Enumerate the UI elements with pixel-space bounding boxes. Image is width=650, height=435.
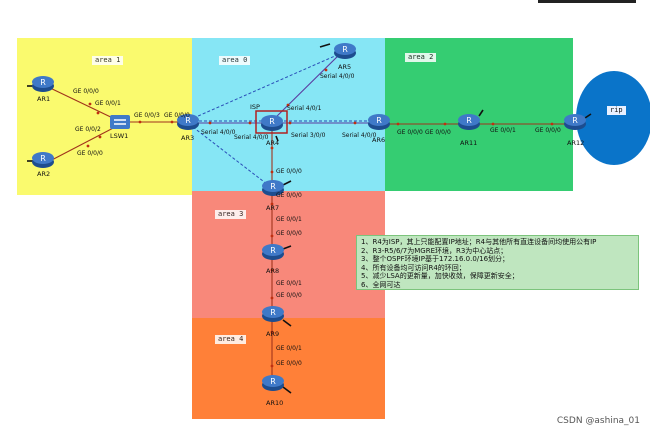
svg-text:R: R [572, 116, 578, 125]
router-ar4[interactable]: R [260, 112, 284, 132]
port-ar9-ge000: GE 0/0/0 [276, 292, 302, 299]
ar5-name: AR5 [338, 63, 352, 71]
note-line: 6、全网可达 [361, 280, 401, 289]
router-ar10[interactable]: R [261, 372, 285, 392]
switch-lsw1[interactable] [108, 112, 132, 132]
svg-text:R: R [342, 45, 348, 54]
ar12-name: AR12 [567, 139, 585, 147]
router-ar3[interactable]: R [176, 111, 200, 131]
svg-text:R: R [270, 246, 276, 255]
svg-text:R: R [466, 116, 472, 125]
router-ar5[interactable]: R [333, 40, 357, 60]
router-ar2[interactable]: R [31, 149, 55, 169]
port-ar6-ge000: GE 0/0/0 [397, 129, 423, 136]
router-ar11[interactable]: R [457, 111, 481, 131]
area-2-label: area 2 [405, 53, 437, 62]
area-1-label: area 1 [92, 56, 124, 65]
note-line: 1、R4为ISP，其上只能配置IP地址；R4与其他所有直连设备间均使用公有IP [361, 238, 597, 246]
ar1-name: AR1 [37, 95, 51, 103]
port-ar4-ge000: GE 0/0/0 [276, 168, 302, 175]
port-ar8-ge001: GE 0/0/1 [276, 280, 302, 287]
port-ar7-ge001: GE 0/0/1 [276, 216, 302, 223]
ar8-stub [282, 245, 292, 250]
ar7-name: AR7 [266, 204, 280, 212]
note-line: 2、R3-R5/6/7为MGRE环境，R3为中心站点； [361, 246, 508, 255]
note-line: 4、所有设备均可访问R4的环回； [361, 263, 466, 272]
svg-text:R: R [270, 377, 276, 386]
port-ar2-ge000: GE 0/0/0 [77, 150, 103, 157]
router-ar7[interactable]: R [261, 177, 285, 197]
svg-text:R: R [40, 78, 46, 87]
link-ar1-lsw1 [45, 85, 120, 122]
ar11-stub [478, 109, 484, 117]
top-edge-bar [538, 0, 636, 3]
svg-text:R: R [185, 116, 191, 125]
svg-text:R: R [269, 117, 275, 126]
port-ar3-ge000: GE 0/0/0 [164, 112, 190, 119]
requirements-notes: 1、R4为ISP，其上只能配置IP地址；R4与其他所有直连设备间均使用公有IP … [356, 235, 639, 290]
link-ar2-lsw1 [45, 124, 120, 164]
note-line: 5、减少LSA的更新量，加快收敛，保障更新安全； [361, 272, 519, 280]
ar2-name: AR2 [37, 170, 51, 178]
router-ar9[interactable]: R [261, 303, 285, 323]
port-ar4-s401: Serial 4/0/1 [287, 105, 322, 112]
port-lsw1-ge002: GE 0/0/2 [75, 126, 101, 133]
ar8-name: AR8 [266, 267, 280, 275]
ar10-stub [282, 386, 292, 394]
port-ar5-s400: Serial 4/0/0 [320, 73, 355, 80]
port-ar4-s400: Serial 4/0/0 [234, 134, 269, 141]
area-3-label: area 3 [215, 210, 247, 219]
note-line: 3、整个OSPF环境IP基于172.16.0.0/16划分； [361, 255, 510, 263]
router-ar1[interactable]: R [31, 73, 55, 93]
port-ar9-ge001: GE 0/0/1 [276, 345, 302, 352]
ar4-stub [275, 135, 279, 142]
port-ar11-ge001: GE 0/0/1 [490, 127, 516, 134]
ar9-name: AR9 [266, 330, 280, 338]
ar4-name: AR4 [266, 139, 280, 147]
ar7-stub [282, 180, 292, 186]
area-4-label: area 4 [215, 335, 247, 344]
ar9-stub [282, 319, 292, 327]
port-ar11-ge000: GE 0/0/0 [425, 129, 451, 136]
port-lsw1-ge001: GE 0/0/1 [95, 100, 121, 107]
ar12-stub [584, 113, 592, 119]
port-lsw1-ge003: GE 0/0/3 [134, 112, 160, 119]
area-4-region [192, 318, 385, 419]
port-ar10-ge000: GE 0/0/0 [276, 360, 302, 367]
port-ar1-ge000: GE 0/0/0 [73, 88, 99, 95]
isp-label: ISP [250, 103, 260, 111]
port-ar4-s300: Serial 3/0/0 [291, 132, 326, 139]
ar10-name: AR10 [266, 399, 284, 407]
svg-text:R: R [270, 182, 276, 191]
port-ar6-s400: Serial 4/0/0 [342, 132, 377, 139]
svg-text:R: R [376, 116, 382, 125]
svg-text:R: R [40, 154, 46, 163]
ar11-name: AR11 [460, 139, 478, 147]
watermark: CSDN @ashina_01 [556, 416, 640, 426]
lsw1-name: LSW1 [110, 132, 129, 140]
tunnel-ar3-ar7 [188, 123, 273, 189]
port-ar12-ge000: GE 0/0/0 [535, 127, 561, 134]
svg-text:R: R [270, 308, 276, 317]
tunnel-ar3-ar5 [188, 51, 345, 121]
area-2-region [385, 38, 573, 191]
router-ar12[interactable]: R [563, 111, 587, 131]
isp-box [255, 110, 288, 134]
ar5-stub [319, 43, 331, 48]
rip-label: rip [607, 106, 626, 115]
rip-region [576, 71, 650, 165]
port-ar8-ge000: GE 0/0/0 [276, 230, 302, 237]
router-ar6[interactable]: R [367, 111, 391, 131]
router-ar8[interactable]: R [261, 241, 285, 261]
ar6-name: AR6 [372, 136, 386, 144]
port-ar7-ge000: GE 0/0/0 [276, 192, 302, 199]
area-0-label: area 0 [219, 56, 251, 65]
ar3-name: AR3 [181, 134, 195, 142]
port-ar3-s400: Serial 4/0/0 [201, 129, 236, 136]
